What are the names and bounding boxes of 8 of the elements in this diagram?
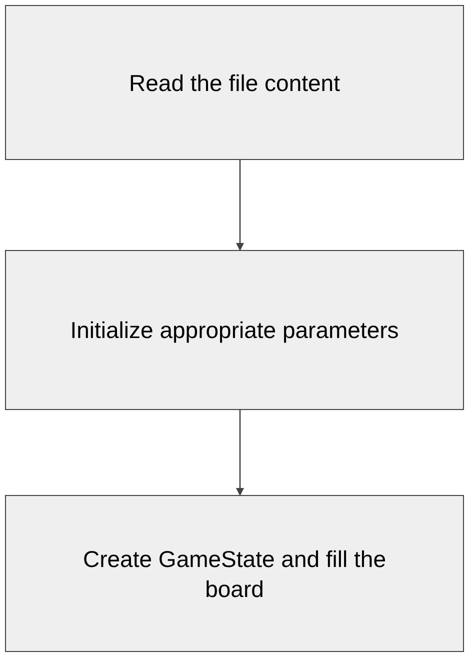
box-label: Create GameState and fill the board — [82, 544, 387, 604]
process-box — [5, 250, 464, 410]
arrow — [236, 160, 244, 251]
box-label: Initialize appropriate parameters — [70, 316, 399, 345]
process-box — [5, 495, 464, 652]
box-label: Read the file content — [129, 68, 340, 98]
arrow — [236, 410, 244, 496]
process-box — [5, 5, 464, 160]
